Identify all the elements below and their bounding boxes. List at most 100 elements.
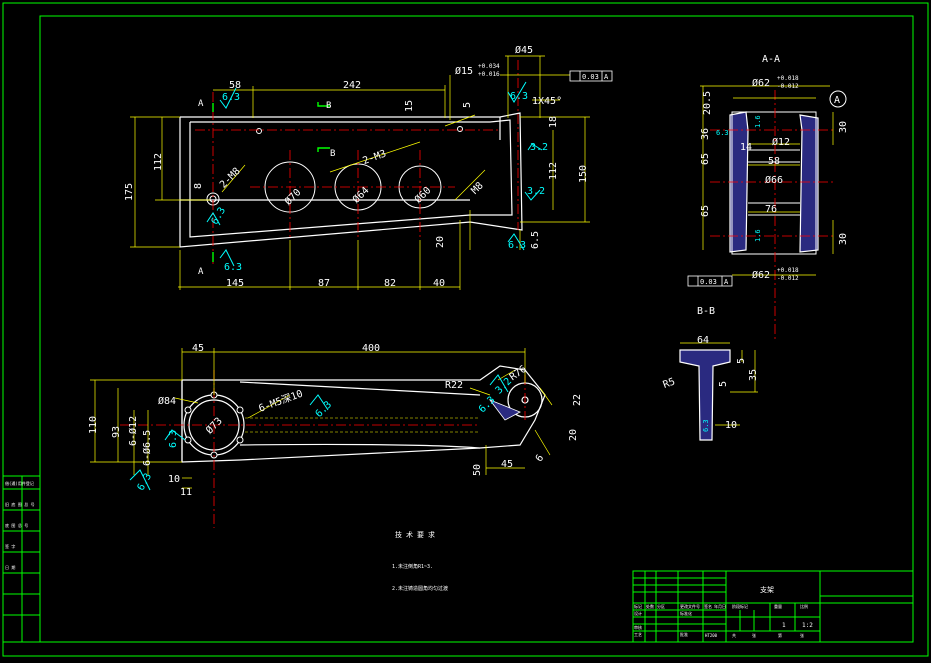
dim-front: 45 — [192, 343, 204, 354]
section-b-b: B-B 64 5 35 5 R5 10 6.3 — [662, 306, 759, 441]
part-name: 支架 — [760, 585, 774, 594]
dim-aa: Ø62 — [752, 77, 770, 89]
left-block-label: 日 期 — [5, 564, 15, 570]
dim-aa: 14 — [740, 142, 752, 153]
roughness-value: 6.3 — [508, 240, 526, 251]
dim-242: 242 — [343, 80, 361, 91]
section-letter: A — [198, 99, 204, 109]
dim-15: 15 — [404, 100, 415, 112]
title-block-label: 共 — [732, 632, 736, 638]
title-block-label: 设计 — [634, 610, 642, 616]
dim-150: 150 — [578, 165, 589, 183]
dim-112-right: 112 — [548, 162, 559, 180]
label-front: Ø84 — [158, 395, 176, 407]
label-front: 6-Ø12 — [127, 416, 139, 446]
left-block-label: 借(通)用件登记 — [5, 480, 34, 486]
tol-lower: +0.016 — [478, 71, 500, 78]
dim-112: 112 — [153, 153, 164, 171]
dim-aa: 76 — [765, 204, 777, 215]
dim-aa: 30 — [838, 233, 849, 245]
dim-bb: 35 — [748, 369, 759, 381]
tol-aa: +0.018 — [777, 75, 799, 82]
roughness-value: 6.3 — [224, 262, 242, 273]
dim-front: 110 — [88, 416, 99, 434]
roughness-value: 3.2 — [527, 186, 545, 197]
title-block-label: 重量 — [774, 603, 782, 609]
title-block-label: HT200 — [705, 633, 718, 638]
title-block-label: 标准化 — [680, 610, 692, 616]
front-roughness — [129, 374, 509, 491]
title-block-label: 处数 — [646, 603, 654, 609]
dim-aa: Ø66 — [765, 174, 783, 186]
top-view-dimlines — [130, 55, 590, 290]
part-qty: 1 — [782, 622, 786, 629]
title-block-label: 审核 — [634, 624, 642, 630]
dim-82: 82 — [384, 278, 396, 289]
notes-heading: 技术要求 — [395, 530, 439, 539]
left-block-label: 底 图 总 号 — [5, 522, 28, 528]
dim-front: 45 — [501, 459, 513, 470]
top-view-roughness — [206, 81, 543, 267]
top-geo-tolerance — [569, 70, 613, 82]
roughness-value: 3.2 — [530, 142, 548, 153]
dim-8: 8 — [193, 183, 204, 189]
geo-tol-value: 0.03 — [582, 73, 599, 81]
title-block-label: 第 — [778, 632, 782, 638]
title-block-label: 张 — [800, 632, 804, 638]
dim-front: 22 — [572, 394, 583, 406]
dim-bb: 5 — [718, 381, 729, 387]
tol-aa: +0.018 — [777, 267, 799, 274]
geo-tol-value: 0.03 — [700, 278, 717, 286]
title-block-label: 更改文件号 — [680, 603, 700, 609]
section-a-a: A-A A — [687, 54, 849, 340]
dim-aa: 36 — [700, 128, 711, 140]
roughness-value: 6.3 — [510, 91, 528, 102]
front-rib-hatch — [488, 399, 521, 421]
title-block-label: 批准 — [680, 631, 688, 637]
label-front: 6-Ø6.5 — [141, 430, 153, 466]
dim-6-5: 6.5 — [530, 231, 541, 249]
dim-aa: 65 — [700, 205, 711, 217]
dim-front: 11 — [180, 487, 192, 498]
dim-5: 5 — [462, 102, 473, 108]
roughness-value: 6.3 — [716, 129, 729, 137]
section-bb-title: B-B — [697, 306, 715, 317]
top-view-centerlines — [195, 60, 519, 265]
note-item: 1.未注倒角R1~3. — [392, 563, 433, 570]
dim-aa: Ø62 — [752, 269, 770, 281]
dim-20: 20 — [435, 236, 446, 248]
dim-dia45: Ø45 — [515, 44, 533, 56]
dim-58: 58 — [229, 80, 241, 91]
dim-dia15: Ø15 — [455, 65, 473, 77]
section-letter: B — [330, 149, 335, 159]
datum-a: A — [834, 95, 840, 106]
dim-front: 93 — [111, 426, 122, 438]
roughness-value: 6.3 — [222, 92, 240, 103]
dim-bb: 5 — [736, 358, 747, 364]
datum-a-circle — [829, 90, 847, 108]
dim-aa: 65 — [700, 153, 711, 165]
note-item: 2.未注铸造圆角均匀过渡 — [392, 585, 448, 592]
dim-18: 18 — [548, 116, 559, 128]
dim-front: 400 — [362, 343, 380, 354]
dim-145: 145 — [226, 278, 244, 289]
section-aa-body — [729, 111, 819, 253]
title-block-label: 标记 — [634, 603, 642, 609]
dim-front: R22 — [445, 380, 463, 391]
dim-40: 40 — [433, 278, 445, 289]
dim-front: 6 — [534, 453, 546, 464]
geo-tol-datum: A — [724, 278, 729, 286]
top-view-section-marks — [212, 102, 330, 262]
dim-175: 175 — [124, 183, 135, 201]
part-scale: 1:2 — [802, 622, 813, 629]
section-aa-title: A-A — [762, 54, 780, 65]
title-block-label: 签名 — [704, 603, 712, 609]
title-block-label: 阶段标记 — [732, 603, 748, 609]
left-block-label: 签 字 — [5, 543, 15, 549]
geo-tol-datum: A — [604, 73, 609, 81]
title-block-label: 张 — [752, 632, 756, 638]
dim-bb: 10 — [725, 420, 737, 431]
dim-bb: R5 — [662, 376, 677, 390]
